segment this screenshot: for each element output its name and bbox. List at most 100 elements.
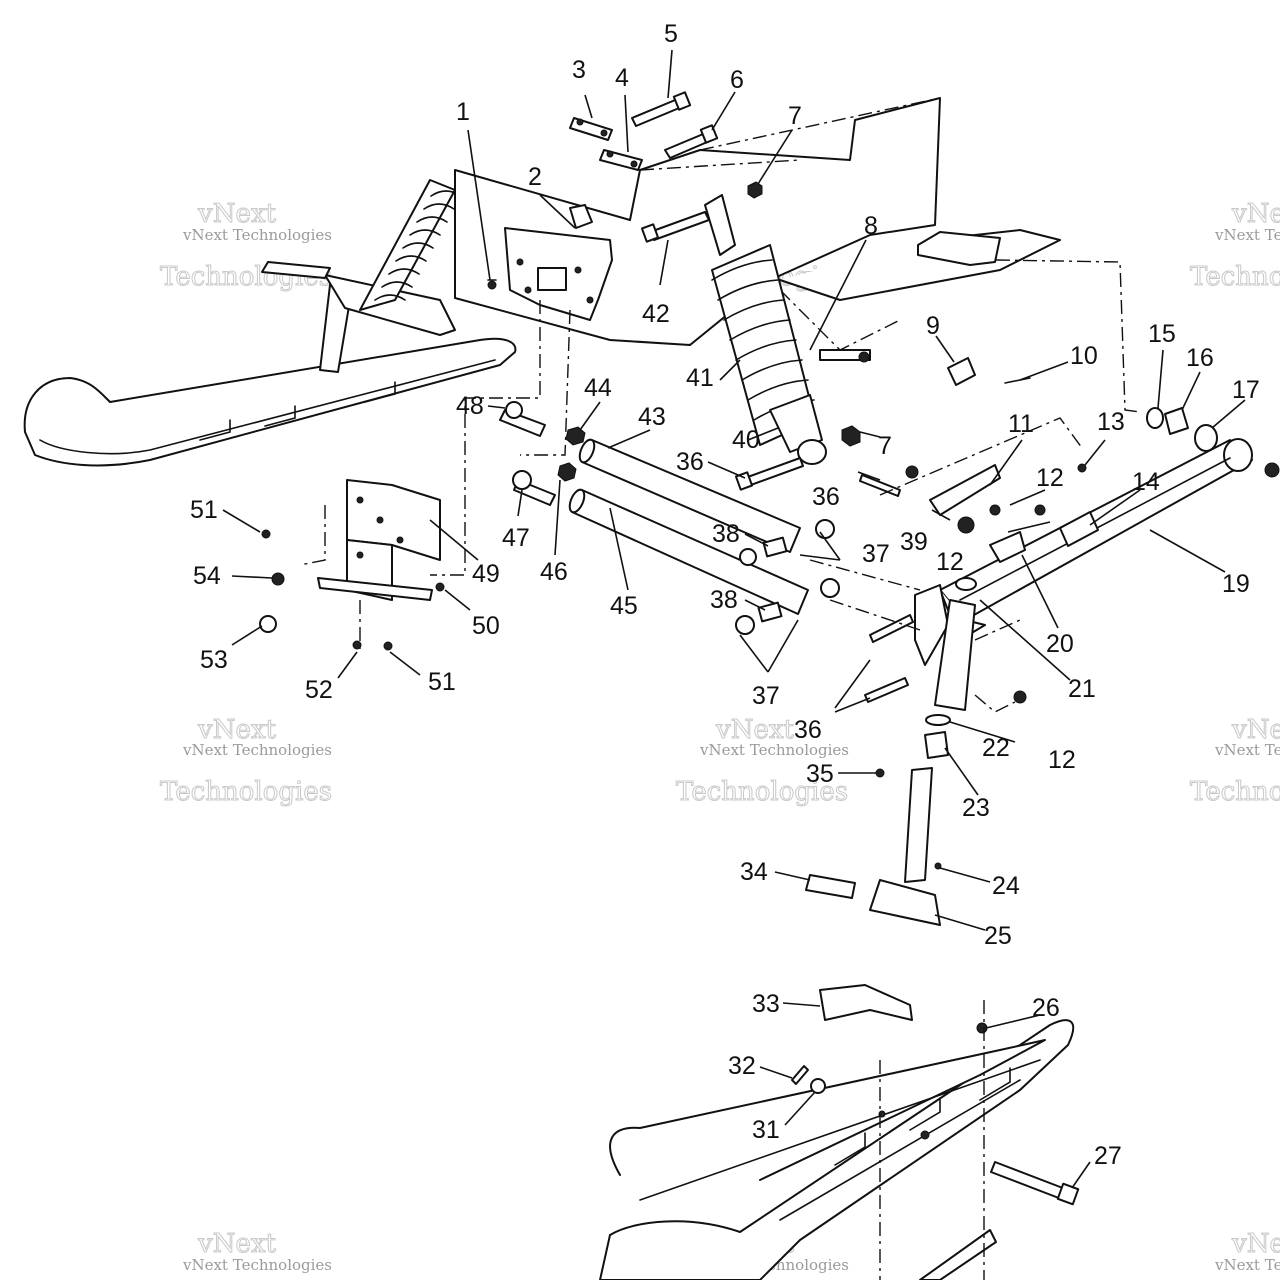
part-51-screw-icon: [261, 529, 271, 539]
part-37-bushing-upper: [815, 519, 835, 539]
callout-37a: 37: [862, 540, 890, 568]
part-16-bushing-icon: [1164, 407, 1189, 435]
part-40-shock-body: [769, 394, 827, 465]
callout-21: 21: [1068, 675, 1096, 703]
part-51-screw-lower-icon: [383, 641, 393, 651]
part-25-spindle: [869, 767, 941, 926]
part-31-nut-icon: [810, 1078, 826, 1094]
callout-39: 39: [900, 528, 928, 556]
callout-45: 45: [610, 592, 638, 620]
part-9-bushing-icon: [947, 357, 976, 386]
callout-7b: 7: [878, 432, 892, 460]
part-15-16-17-bushings: [1146, 407, 1280, 478]
spindle-housing-icon: [934, 599, 976, 711]
part-2-mount-plate: [504, 204, 613, 321]
watermark-mid-center: vNext Technologies vNext Technologies: [676, 715, 850, 808]
callout-12c: 12: [1048, 746, 1076, 774]
watermark-bottom-left: vNext Technologies vNext: [182, 1229, 332, 1275]
callout-2: 2: [528, 163, 542, 191]
callout-36b: 36: [812, 483, 840, 511]
steering-link-icon: [929, 464, 1001, 516]
callout-36a: 36: [676, 448, 704, 476]
callout-35: 35: [806, 760, 834, 788]
part-22-washer-icon: [925, 714, 951, 726]
svg-text:vNext Technologies: vNext Technologies: [1214, 1256, 1280, 1274]
callout-41: 41: [686, 364, 714, 392]
part-14-bracket: [1059, 511, 1099, 547]
part-36-bolt-icon: [859, 474, 901, 497]
callout-4: 4: [615, 64, 629, 92]
callout-20: 20: [1046, 630, 1074, 658]
bolt-icon: [990, 1161, 1069, 1201]
callout-51b: 51: [428, 668, 456, 696]
watermark-mid-right: vNext Technologies vNext Technologies: [1190, 715, 1280, 808]
svg-text:vNext: vNext: [1231, 715, 1280, 745]
callout-34: 34: [740, 858, 768, 886]
svg-text:vNext Technologies: vNext Technologies: [1214, 741, 1280, 759]
part-7-nut-lower-icon: [841, 425, 861, 447]
part-33-wear-pad-icon: [819, 984, 913, 1021]
part-52-screw-icon: [352, 640, 362, 650]
callout-48: 48: [456, 392, 484, 420]
callout-31: 31: [752, 1116, 780, 1144]
callout-50: 50: [472, 612, 500, 640]
part-24-pin-icon: [934, 862, 942, 870]
part-17-bushing-icon: [1194, 424, 1218, 452]
chassis-bulkhead: [454, 97, 1061, 351]
part-43-radius-rod: [578, 438, 801, 553]
part-12-nut-icon: [1013, 690, 1027, 704]
callout-12b: 12: [936, 548, 964, 576]
part-38-bushing-lower: [735, 601, 783, 635]
part-49-ski-bracket: [317, 479, 441, 601]
part-50-fitting-icon: [435, 582, 445, 592]
callout-1: 1: [456, 98, 470, 126]
svg-text:vNext Technologies: vNext Technologies: [182, 1256, 332, 1274]
part-36-bolt-lower-icon: [869, 614, 914, 643]
svg-text:vNext: vNext: [197, 1229, 276, 1259]
part-35-grease-fitting-icon: [875, 768, 885, 778]
svg-text:vNext: vNext: [1231, 199, 1280, 229]
callout-16: 16: [1186, 344, 1214, 372]
shock-body-icon: [769, 394, 823, 453]
spindle-icon: [904, 767, 933, 883]
link-plate-icon: [569, 117, 613, 141]
part-5-bolt: [631, 91, 692, 127]
part-23-bushing-icon: [924, 731, 949, 759]
watermark-bottom-right: vNext Technologies vNext: [1214, 1229, 1280, 1275]
callout-17: 17: [1232, 376, 1260, 404]
callout-53: 53: [200, 646, 228, 674]
callout-38a: 38: [712, 520, 740, 548]
callout-labels: 1 2 3 4 5 6 7 7 8 9 10 11 12 12 12 12 13…: [190, 20, 1260, 1170]
part-7-nut-icon: [747, 181, 763, 199]
callout-3: 3: [572, 56, 586, 84]
part-4-link-plate: [599, 149, 643, 171]
callout-32: 32: [728, 1052, 756, 1080]
background-shock-spring-icon: [359, 179, 462, 311]
callout-22: 22: [982, 734, 1010, 762]
part-36-bolt-lowest-icon: [864, 677, 909, 703]
callout-26: 26: [1032, 994, 1060, 1022]
part-21-spindle-housing: [914, 531, 1026, 711]
bolt-icon: [744, 457, 804, 487]
watermark-mid-left: vNext Technologies vNext Technologies: [160, 715, 333, 808]
callout-36c: 36: [794, 716, 822, 744]
watermark-top-right: vNext Technologies vNext Technologies: [1190, 199, 1280, 293]
callout-12: 12: [1036, 464, 1064, 492]
svg-text:Technologies: Technologies: [1190, 777, 1280, 807]
part-47-rod-end: [512, 470, 556, 506]
callout-14: 14: [1132, 468, 1160, 496]
part-36-bolt-upper: [734, 457, 804, 491]
callout-6: 6: [730, 66, 744, 94]
part-26-nut-icon: [976, 1022, 988, 1034]
callout-52: 52: [305, 676, 333, 704]
svg-text:Technologies: Technologies: [676, 777, 848, 807]
part-46-nut-icon: [557, 462, 577, 482]
callout-9: 9: [926, 312, 940, 340]
part-44-nut-icon: [565, 426, 586, 446]
callout-40: 40: [732, 426, 760, 454]
main-ski-assembly: [599, 1019, 1075, 1280]
part-3-link-plate: [569, 117, 613, 141]
callout-19: 19: [1222, 570, 1250, 598]
callout-38b: 38: [710, 586, 738, 614]
